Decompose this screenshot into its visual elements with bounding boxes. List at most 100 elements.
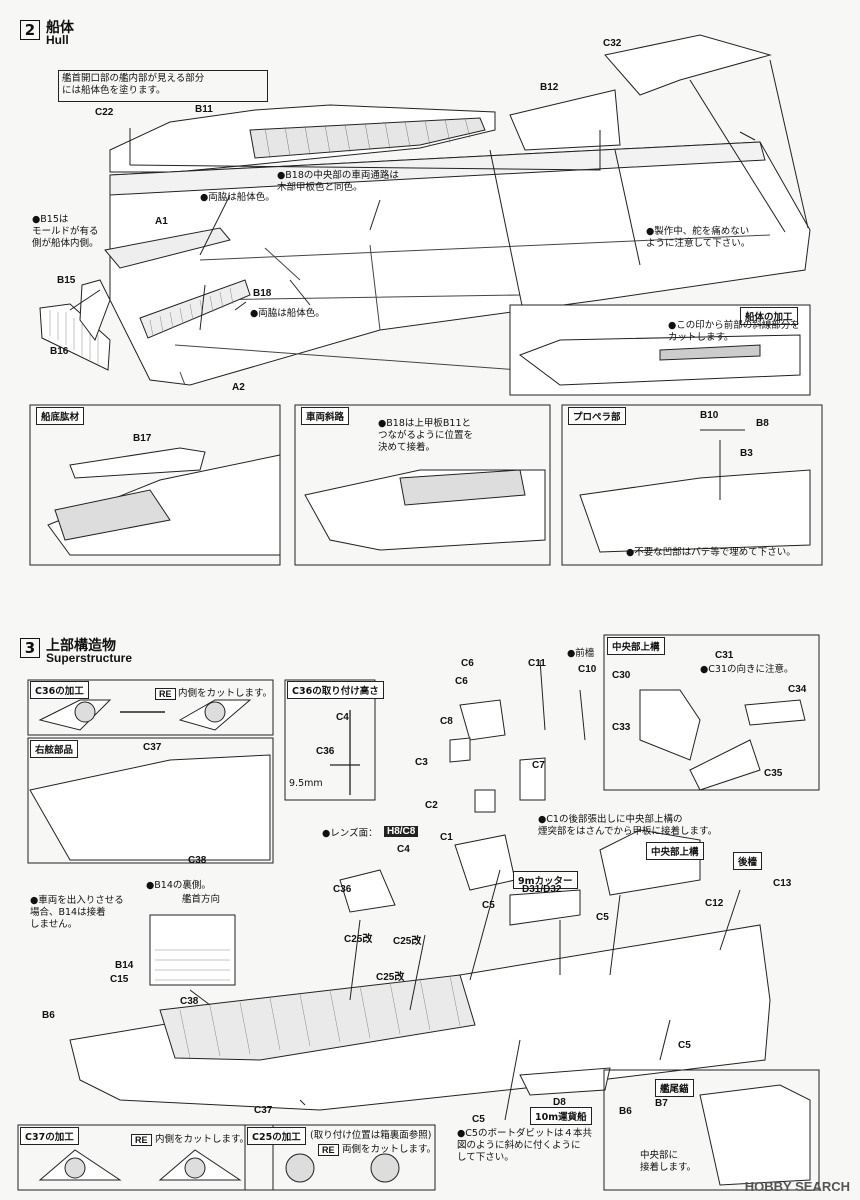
central-label: 中央部上構 xyxy=(646,842,704,860)
label-c5a: C5 xyxy=(482,900,495,911)
hull-processing-note: ●この印から前部の斜線部分を カットします。 xyxy=(668,320,800,343)
label-c11: C11 xyxy=(528,658,546,669)
label-c5b: C5 xyxy=(596,912,609,923)
vehicle-note: ●車両を出入りさせる 場合、B14は接着 しません。 xyxy=(30,895,124,930)
bow-direction: 艦首方向 xyxy=(182,894,221,905)
label-c25a: C25改 xyxy=(344,934,373,945)
ramp-note: ●B18は上甲板B11と つながるように位置を 決めて接着。 xyxy=(378,418,474,453)
c25-processing-sub: (取り付け位置は箱裏面参照) xyxy=(310,1130,432,1141)
label-c37-starboard: C37 xyxy=(143,742,162,753)
starboard-frame xyxy=(27,737,274,864)
label-c31: C31 xyxy=(715,650,734,661)
central-superstructure-frame xyxy=(603,634,820,791)
propeller-note: ●不要な凹部はパテ等で埋めて下さい。 xyxy=(626,547,796,558)
c36-processing-title: C36の加工 xyxy=(30,681,89,699)
lens-parts: H8/C8 xyxy=(384,826,419,837)
step-2-title-en: Hull xyxy=(46,33,69,47)
label-c5c: C5 xyxy=(678,1040,691,1051)
bow-note-frame xyxy=(58,70,268,102)
step-2-number: 2 xyxy=(20,20,40,40)
label-c3: C3 xyxy=(415,757,428,768)
step-3-number: 3 xyxy=(20,638,40,658)
label-b8: B8 xyxy=(756,418,769,429)
sides-note-2: ●両脇は船体色。 xyxy=(250,308,325,319)
label-c34: C34 xyxy=(788,684,807,695)
label-b18: B18 xyxy=(253,288,272,299)
starboard-title: 右舷部品 xyxy=(30,740,79,758)
label-b10: B10 xyxy=(700,410,719,421)
c25-processing-title: C25の加工 xyxy=(247,1127,306,1145)
stern-note: 中央部に 接着します。 xyxy=(640,1150,697,1173)
cutter-parts: D31/D32 xyxy=(522,884,562,895)
label-c10: C10 xyxy=(578,664,597,675)
label-b3: B3 xyxy=(740,448,753,459)
label-c25c: C25改 xyxy=(376,972,405,983)
label-a2: A2 xyxy=(232,382,245,393)
c25-processing-text: 両側をカットします。 xyxy=(342,1144,437,1155)
c36-height-title: C36の取り付け高さ xyxy=(287,681,384,699)
c37-processing-frame xyxy=(17,1124,274,1191)
c36-re-mark: RE xyxy=(155,688,176,700)
step-3-title-jp: 上部構造物 xyxy=(46,638,116,654)
label-b11: B11 xyxy=(195,104,213,115)
part-b16 xyxy=(39,303,111,371)
label-b6: B6 xyxy=(42,1010,55,1021)
label-b12: B12 xyxy=(540,82,559,93)
label-c37: C37 xyxy=(254,1105,273,1116)
b15-note: ●B15は モールドが有る 側が船体内側。 xyxy=(32,214,99,249)
label-a1: A1 xyxy=(155,216,168,227)
label-c35: C35 xyxy=(764,768,783,779)
hull-main-body xyxy=(109,141,811,386)
step-3-title-en: Superstructure xyxy=(46,651,133,665)
label-c5d: C5 xyxy=(472,1114,485,1125)
barge-label: 10m運貨船 xyxy=(530,1107,592,1125)
inset-propeller-frame xyxy=(561,404,823,566)
hull-processing-title: 船体の加工 xyxy=(740,307,798,325)
label-c30: C30 xyxy=(612,670,631,681)
step-2-title-jp: 船体 xyxy=(46,20,74,36)
label-b14: B14 xyxy=(115,960,134,971)
sides-note: ●両脇は船体色。 xyxy=(200,192,275,203)
height-mm: 9.5mm xyxy=(289,778,323,789)
label-c6b: C6 xyxy=(455,676,468,687)
foremast-label: ●前檣 xyxy=(567,648,595,659)
c1-note: ●C1の後部張出しに中央部上構の 煙突部をはさんでから甲板に接着します。 xyxy=(538,814,718,837)
label-c1: C1 xyxy=(440,832,453,843)
label-b15: B15 xyxy=(57,275,76,286)
inset-ramp-title: 車両斜路 xyxy=(301,407,350,425)
label-c36-height: C36 xyxy=(316,746,335,757)
b14-back-note: ●B14の裏側。 xyxy=(146,880,211,891)
bow-note: 艦首開口部の艦内部が見える部分 には船体色を塗ります。 xyxy=(62,73,205,96)
hull-upper-deck xyxy=(109,104,496,173)
label-c22: C22 xyxy=(95,107,114,118)
c37-processing-text: 内側をカットします。 xyxy=(155,1134,250,1145)
label-b6-stern: B6 xyxy=(619,1106,632,1117)
part-b18 xyxy=(139,279,251,339)
label-c36: C36 xyxy=(333,884,352,895)
c25-re-mark: RE xyxy=(318,1144,339,1156)
label-c4: C4 xyxy=(397,844,410,855)
rudder-note: ●製作中、舵を痛めない ように注意して下さい。 xyxy=(646,226,751,249)
label-c7: C7 xyxy=(532,760,545,771)
stern-anchor-frame xyxy=(603,1069,820,1191)
c36-height-frame xyxy=(284,679,376,801)
inset-bottom-title: 船底肱材 xyxy=(36,407,85,425)
label-d8: D8 xyxy=(553,1097,566,1108)
label-c38-starboard: C38 xyxy=(188,855,207,866)
label-b16: B16 xyxy=(50,346,69,357)
part-b12 xyxy=(509,89,621,151)
lens-label: ●レンズ面： xyxy=(322,828,378,839)
c37-re-mark: RE xyxy=(131,1134,152,1146)
label-b7-stern: B7 xyxy=(655,1098,668,1109)
label-c13: C13 xyxy=(773,878,792,889)
b18-center-note: ●B18の中央部の車両通路は 木部甲板色と同色。 xyxy=(277,170,399,193)
c36-processing-frame xyxy=(27,679,274,736)
stern-anchor-title: 艦尾錨 xyxy=(655,1079,694,1097)
c36-processing-text: 内側をカットします。 xyxy=(178,688,273,699)
label-c8: C8 xyxy=(440,716,453,727)
c37-processing-title: C37の加工 xyxy=(20,1127,79,1145)
label-c15: C15 xyxy=(110,974,129,985)
inset-propeller-title: プロペラ部 xyxy=(568,407,626,425)
part-c32 xyxy=(604,34,772,96)
c5-davit-note: ●C5のボートダビットは４本共 図のように斜めに付くように して下さい。 xyxy=(457,1128,592,1163)
